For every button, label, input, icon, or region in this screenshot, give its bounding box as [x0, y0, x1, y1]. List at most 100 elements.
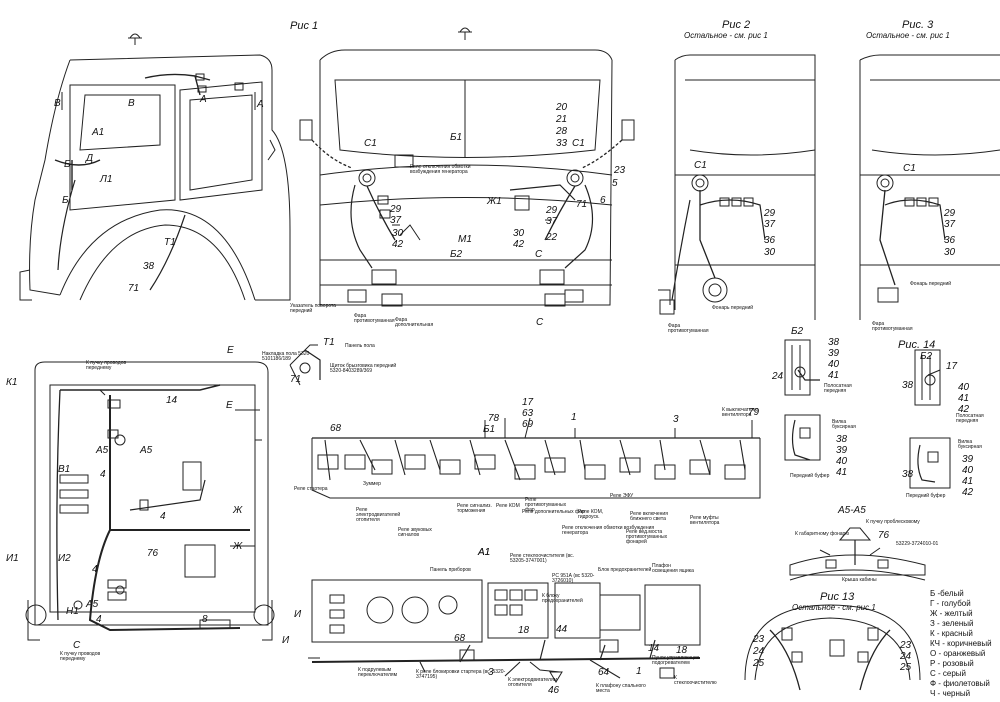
b1-caption: Реле КОМ — [496, 503, 520, 509]
fig3-number: 29 — [944, 208, 956, 219]
legend-item: С - серый — [930, 669, 967, 678]
fig3-caption: Фара противотуманная — [872, 321, 913, 332]
b2-number: 41 — [828, 370, 840, 381]
fig14-label: Б2 — [920, 351, 933, 362]
side-label: В — [54, 98, 61, 109]
fig3-number: 37 — [944, 219, 956, 230]
section-a5a5: A5-A5 — [838, 505, 866, 516]
cab-rear-view — [25, 361, 275, 641]
side-view-cab — [19, 33, 291, 301]
rear-label: Ж — [233, 505, 243, 516]
a5-caption: Крыша кабины — [842, 577, 877, 583]
a1-caption: К электродвигателям отопителя — [508, 677, 558, 688]
a5-caption: К габаритному фонарю — [795, 531, 850, 537]
a1-number: 46 — [548, 685, 560, 696]
b2-caption: Передний буфер — [790, 473, 830, 479]
fig14-number: 39 — [962, 454, 974, 465]
side-label: Д — [86, 153, 94, 164]
rear-label: И — [294, 609, 302, 620]
front-number: 28 — [556, 126, 568, 137]
a5-detail — [789, 527, 926, 581]
t1-caption: Накладка пола 5320-5101186/189 — [262, 351, 311, 362]
b2-caption: Полосатная передняя — [824, 383, 852, 394]
fig2-number: 36 — [764, 235, 776, 246]
a1-caption: К стеклоочистителю — [674, 675, 717, 686]
fig2-note: Остальное - см. рис 1 — [684, 31, 768, 40]
rear-number: 4 — [96, 614, 102, 625]
fig2-caption: Фонарь передний — [712, 305, 754, 311]
legend-item: Г - голубой — [930, 599, 971, 608]
fig14-number: 42 — [958, 404, 970, 415]
fig3-number: C1 — [903, 163, 916, 174]
b1-caption: Реле противотуманных фар — [525, 497, 567, 513]
legend-item: Ф - фиолетовый — [930, 679, 990, 688]
b1-caption: Реле ЭФУ — [610, 493, 634, 499]
fig3-number: 30 — [944, 247, 956, 258]
a1-number: 3 — [488, 667, 494, 678]
rear-number: 14 — [166, 395, 178, 406]
a5-caption: 53229-3724010-01 — [896, 541, 939, 547]
front-caption: Фара противотуманная — [354, 313, 395, 324]
side-label: Т1 — [164, 237, 176, 248]
b1-caption: Реле КОМ, гидроуск. — [578, 509, 604, 520]
fig13-number: 25 — [753, 658, 765, 669]
fig3-cab — [859, 54, 1000, 320]
rear-number: 8 — [202, 614, 208, 625]
b1-caption: Реле стартера — [294, 486, 328, 492]
b1-caption: Реле вед.моста противотуманных фонарей — [626, 529, 668, 545]
b2-number: 39 — [836, 445, 848, 456]
fig13-note: Остальное - см. рис.1 — [792, 603, 876, 612]
fig14-caption: Вилка буксирная — [958, 439, 982, 450]
a1-caption: PC 951А (вс 5320-3726010) — [552, 573, 595, 584]
fig1-title: Рис 1 — [290, 20, 319, 32]
front-number: C — [536, 317, 544, 328]
rear-caption: К пучку проводов переднему — [60, 651, 101, 662]
legend-item: КЧ - коричневый — [930, 639, 992, 648]
front-number: 23 — [614, 165, 626, 176]
b1-number: 69 — [522, 419, 534, 430]
front-view-cab — [299, 27, 635, 307]
fig3-number: 36 — [944, 235, 956, 246]
side-label: Б — [64, 159, 71, 170]
b2-number: 40 — [828, 359, 840, 370]
fig14-number: 17 — [946, 361, 958, 372]
side-label: Б — [62, 195, 69, 206]
front-caption: Реле отключения обмотки возбуждения гене… — [410, 164, 471, 175]
rear-label: Е — [227, 345, 234, 356]
a1-number: 1 — [636, 666, 642, 677]
a1-number: 44 — [556, 624, 568, 635]
legend-item: О - оранжевый — [930, 649, 986, 658]
rear-label: С — [73, 640, 81, 651]
front-number: 37 — [546, 216, 558, 227]
front-number: 5 — [612, 178, 618, 189]
front-number: C1 — [572, 138, 585, 149]
b1-caption: Реле электродвигателей отопителя — [356, 507, 401, 523]
b1-number: 17 — [522, 397, 534, 408]
rear-label: А5 — [140, 445, 153, 456]
fig2-number: 29 — [764, 208, 776, 219]
fig14-number: 40 — [958, 382, 970, 393]
a1-number: 64 — [598, 667, 610, 678]
a1-caption: К подрулевым переключателям — [358, 667, 398, 678]
b1-number: 79 — [748, 407, 760, 418]
a1-caption: Пучок управляющих подогревателем — [652, 655, 700, 666]
b2-number: 39 — [828, 348, 840, 359]
t1-caption: Панель пола — [345, 343, 375, 349]
fig2-number: C1 — [694, 160, 707, 171]
fig13-detail — [744, 604, 921, 691]
fig14-title: Рис. 14 — [898, 339, 936, 351]
front-number: 42 — [392, 239, 404, 250]
b1-caption: К выключателю вентилятора — [722, 407, 759, 418]
rear-label: Ж — [233, 541, 243, 552]
side-label: 38 — [143, 261, 155, 272]
fig3-title: Рис. 3 — [902, 19, 934, 31]
b2-caption: Вилка буксирная — [832, 419, 856, 430]
b2-number: 38 — [828, 337, 840, 348]
a1-title: A1 — [478, 547, 491, 558]
front-number: 20 — [556, 102, 568, 113]
front-caption: Фара дополнительная — [395, 317, 434, 328]
a1-caption: Плафон освещения ящика — [652, 563, 694, 574]
rear-label: А5 — [86, 599, 99, 610]
front-number: Ж1 — [487, 196, 502, 207]
